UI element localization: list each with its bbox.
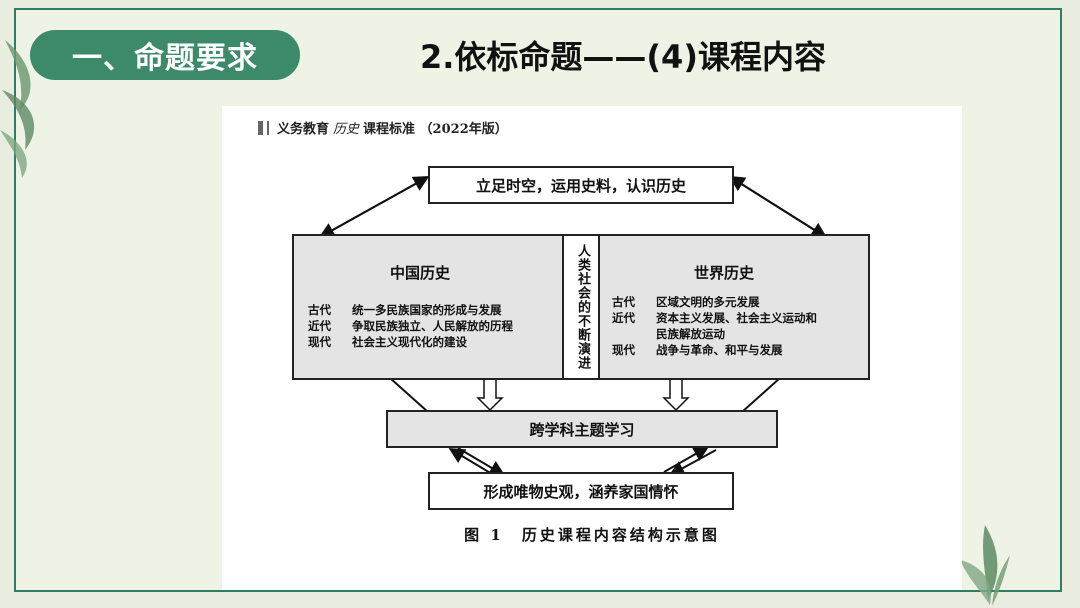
china-history-panel bbox=[292, 234, 564, 380]
arrow-top-to-china bbox=[318, 177, 427, 238]
era-row: 近代资本主义发展、社会主义运动和 bbox=[612, 311, 817, 325]
world-era-list: 古代区域文明的多元发展 近代资本主义发展、社会主义运动和 民族解放运动 现代战争… bbox=[612, 294, 817, 358]
curriculum-figure: 义务教育 历史 课程标准 （2022年版） 立足时空，运用史料，认识历史 中国历… bbox=[222, 106, 962, 590]
china-history-title: 中国历史 bbox=[390, 264, 451, 282]
slide-title: 2.依标命题——(4)课程内容 bbox=[420, 38, 826, 76]
header-rest: 课程标准 （2022年版） bbox=[363, 122, 508, 137]
doc-header: 义务教育 历史 课程标准 （2022年版） bbox=[258, 118, 508, 137]
era-row: 近代争取民族独立、人民解放的历程 bbox=[308, 319, 513, 333]
line-china-cross bbox=[389, 377, 429, 413]
line-world-cross bbox=[741, 377, 781, 413]
bamboo-leaf-decoration-bottom bbox=[960, 525, 1010, 606]
world-history-panel bbox=[598, 234, 870, 380]
middle-strip-text: 人类社会的不断演进 bbox=[575, 244, 590, 370]
era-row: 古代统一多民族国家的形成与发展 bbox=[308, 303, 502, 317]
diagram-arrows bbox=[318, 175, 828, 477]
top-box: 立足时空，运用史料，认识历史 bbox=[428, 166, 734, 204]
world-history-title: 世界历史 bbox=[694, 264, 755, 282]
era-row: 现代战争与革命、和平与发展 bbox=[612, 343, 783, 357]
era-row: 民族解放运动 bbox=[656, 327, 725, 341]
hollow-arrow-left bbox=[476, 377, 504, 412]
arrow-cross-bottom-r bbox=[668, 449, 717, 476]
header-italic: 历史 bbox=[333, 122, 360, 137]
arrow-world-to-top bbox=[728, 175, 825, 237]
era-row: 现代社会主义现代化的建设 bbox=[308, 335, 467, 349]
header-bar-thin bbox=[267, 120, 269, 135]
bottom-box: 形成唯物史观，涵养家国情怀 bbox=[428, 472, 734, 510]
china-era-list: 古代统一多民族国家的形成与发展 近代争取民族独立、人民解放的历程 现代社会主义现… bbox=[308, 302, 513, 350]
arrow-cross-bottom-l bbox=[457, 447, 506, 477]
header-main: 义务教育 bbox=[277, 122, 330, 137]
section-pill: 一、命题要求 bbox=[30, 30, 300, 80]
figure-caption: 图 1 历史课程内容结构示意图 bbox=[464, 526, 720, 544]
header-bar bbox=[258, 120, 263, 135]
era-row: 古代区域文明的多元发展 bbox=[612, 295, 760, 309]
hollow-arrow-right bbox=[662, 377, 690, 412]
bamboo-leaf-decoration bbox=[0, 40, 35, 178]
arrow-bottom-cross-l bbox=[448, 447, 493, 475]
cross-subject-box: 跨学科主题学习 bbox=[386, 410, 778, 448]
